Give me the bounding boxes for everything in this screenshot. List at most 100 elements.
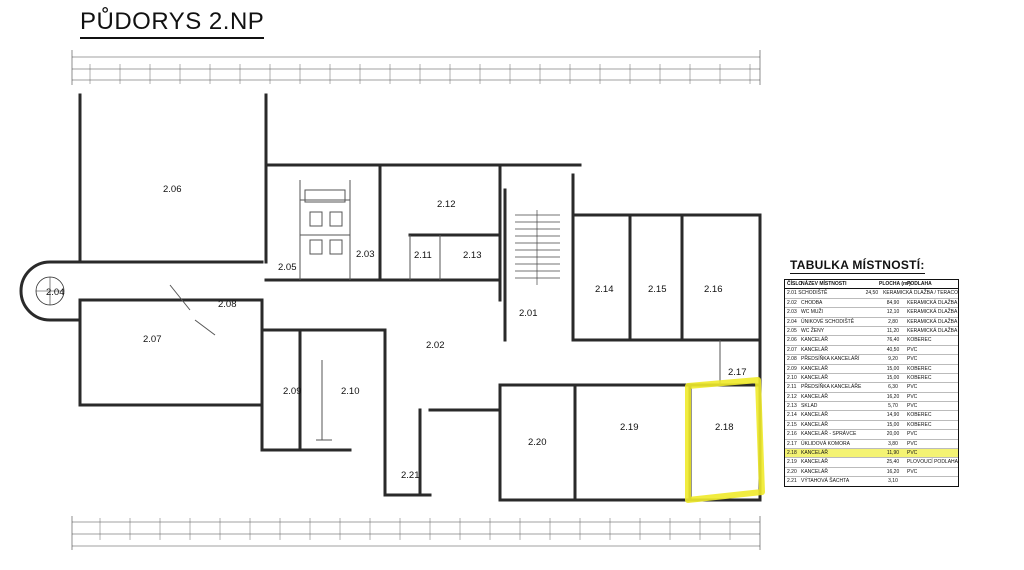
room-label-218: 2.18 bbox=[715, 422, 734, 433]
partitions bbox=[169, 180, 721, 441]
cell-number: 2.13 bbox=[787, 403, 797, 410]
cell-number: 2.10 bbox=[787, 374, 797, 381]
room-label-208: 2.08 bbox=[218, 299, 237, 310]
top-dimension-chain bbox=[71, 50, 761, 85]
cell-name: KANCELÁŘ bbox=[801, 337, 828, 344]
highlight-marker bbox=[685, 377, 765, 503]
cell-floor: KOBEREC bbox=[907, 337, 932, 344]
table-row: 2.02 CHODBA 84,90 KERAMICKÁ DLAŽBA bbox=[785, 299, 958, 309]
cell-number: 2.17 bbox=[787, 440, 797, 447]
room-label-213: 2.13 bbox=[463, 250, 482, 261]
cell-number: 2.06 bbox=[787, 337, 797, 344]
cell-area: 6,30 bbox=[888, 384, 898, 391]
cell-name: KANCELÁŘ bbox=[801, 421, 828, 428]
bottom-dimension-ticks bbox=[99, 518, 731, 540]
cell-area: 84,90 bbox=[886, 299, 900, 306]
cell-name: KANCELÁŘ bbox=[800, 459, 828, 466]
cell-floor: PVC bbox=[907, 356, 918, 363]
cell-floor: PVC bbox=[907, 346, 918, 353]
cell-name: SKLAD bbox=[801, 403, 818, 410]
cell-name: VÝTAHOVÁ ŠACHTA bbox=[801, 478, 850, 485]
cell-name: KANCELÁŘ bbox=[801, 412, 828, 419]
cell-floor: PLOVOUCÍ PODLAHA bbox=[906, 459, 958, 466]
table-row: 2.21 VÝTAHOVÁ ŠACHTA 3,10 bbox=[785, 477, 958, 485]
room-label-215: 2.15 bbox=[648, 284, 667, 295]
cell-name: KANCELÁŘ bbox=[801, 374, 828, 381]
cell-number: 2.02 bbox=[787, 299, 797, 306]
cell-number: 2.12 bbox=[787, 393, 797, 400]
bottom-dimension-chain bbox=[71, 516, 761, 550]
cell-name: PŘEDSÍŇKA KANCELÁŘÍ bbox=[801, 356, 860, 363]
cell-area: 16,20 bbox=[886, 468, 900, 475]
room-label-212: 2.12 bbox=[437, 199, 456, 210]
room-label-219: 2.19 bbox=[620, 422, 639, 433]
cell-floor: PVC bbox=[907, 393, 918, 400]
cell-floor: PVC bbox=[907, 450, 918, 457]
cell-floor: KOBEREC bbox=[907, 412, 932, 419]
header-floor: PODLAHA bbox=[907, 281, 932, 287]
cell-number: 2.21 bbox=[787, 478, 797, 485]
cell-floor: PVC bbox=[907, 431, 918, 438]
cell-floor: KERAMICKÁ DLAŽBA bbox=[907, 318, 958, 325]
cell-area: 20,00 bbox=[886, 431, 900, 438]
cell-area: 24,50 bbox=[865, 290, 879, 297]
cell-floor: KERAMICKÁ DLAŽBA / TERACO bbox=[883, 290, 958, 297]
room-label-203: 2.03 bbox=[356, 249, 375, 260]
room-label-216: 2.16 bbox=[704, 284, 723, 295]
cell-floor: PVC bbox=[907, 384, 918, 391]
cell-name: WC MUŽI bbox=[801, 309, 823, 316]
cell-area: 15,00 bbox=[886, 421, 900, 428]
cell-area: 3,10 bbox=[888, 478, 898, 485]
room-label-204: 2.04 bbox=[46, 287, 65, 298]
cell-name: SCHODIŠTĚ bbox=[798, 290, 828, 297]
cell-name: KANCELÁŘ - SPRÁVCE bbox=[801, 431, 857, 438]
cell-area: 2,80 bbox=[888, 318, 898, 325]
room-label-205: 2.05 bbox=[278, 262, 297, 273]
building-walls bbox=[78, 93, 762, 502]
table-row: 2.08 PŘEDSÍŇKA KANCELÁŘÍ 9,20 PVC bbox=[785, 355, 958, 365]
staircase bbox=[515, 210, 560, 285]
header-number: ČÍSLO bbox=[787, 281, 803, 287]
room-label-221: 2.21 bbox=[401, 470, 420, 481]
table-row: 2.03 WC MUŽI 12,10 KERAMICKÁ DLAŽBA bbox=[785, 308, 958, 318]
cell-floor: PVC bbox=[907, 440, 918, 447]
cell-name: WC ŽENY bbox=[801, 327, 825, 334]
cell-number: 2.09 bbox=[787, 365, 797, 372]
header-area: PLOCHA (m²) bbox=[879, 281, 911, 287]
cell-area: 9,20 bbox=[888, 356, 898, 363]
cell-area: 11,90 bbox=[886, 450, 900, 457]
top-dimension-ticks bbox=[89, 64, 751, 84]
room-label-207: 2.07 bbox=[143, 334, 162, 345]
spiral-stair bbox=[19, 260, 80, 322]
cell-area: 40,50 bbox=[886, 346, 900, 353]
cell-area: 12,10 bbox=[886, 309, 900, 316]
cell-area: 5,70 bbox=[888, 403, 898, 410]
cell-number: 2.03 bbox=[787, 309, 797, 316]
cell-floor: KERAMICKÁ DLAŽBA bbox=[907, 299, 958, 306]
cell-number: 2.18 bbox=[787, 450, 797, 457]
legend-title: TABULKA MÍSTNOSTÍ: bbox=[790, 258, 925, 274]
cell-floor: KERAMICKÁ DLAŽBA bbox=[907, 309, 958, 316]
cell-name: CHODBA bbox=[801, 299, 823, 306]
cell-number: 2.01 bbox=[787, 290, 797, 297]
cell-name: ÚNIKOVÉ SCHODIŠTĚ bbox=[801, 318, 855, 325]
header-name: NÁZEV MÍSTNOSTI bbox=[801, 281, 847, 287]
cell-number: 2.16 bbox=[787, 431, 797, 438]
table-row: 2.16 KANCELÁŘ - SPRÁVCE 20,00 PVC bbox=[785, 430, 958, 440]
cell-floor bbox=[907, 477, 958, 485]
cell-number: 2.08 bbox=[787, 356, 797, 363]
cell-number: 2.11 bbox=[787, 384, 797, 391]
